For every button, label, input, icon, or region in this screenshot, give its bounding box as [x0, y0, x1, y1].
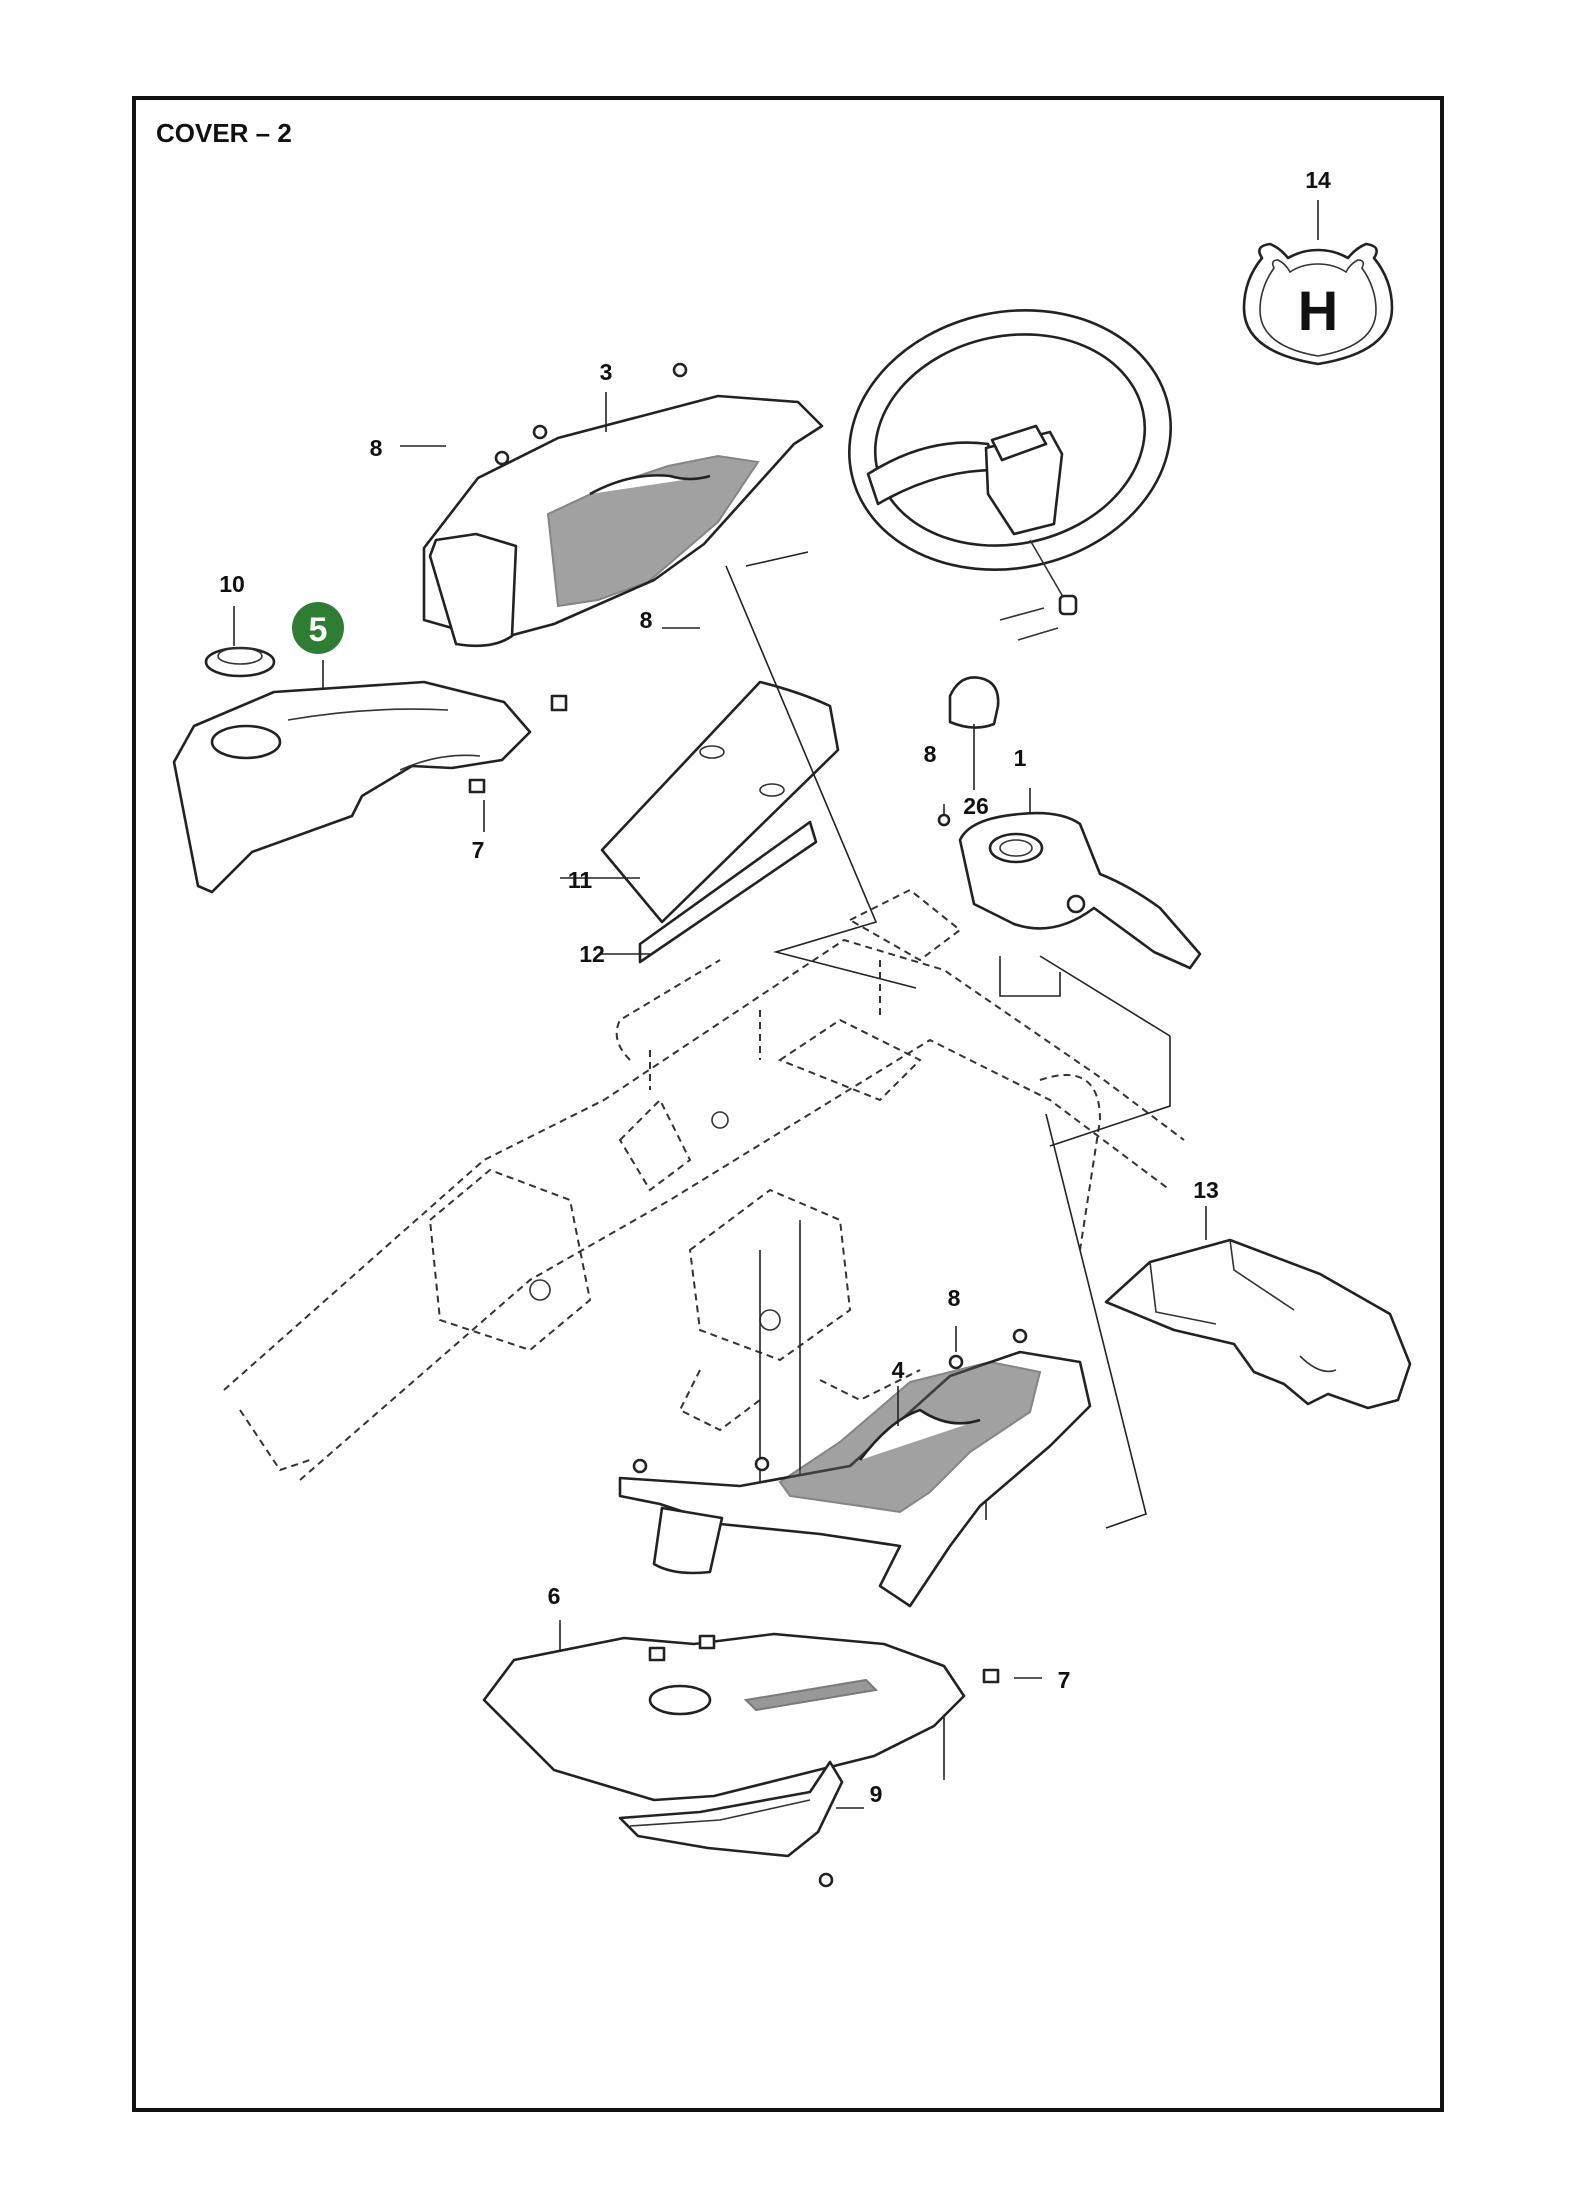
steering-column-cover [937, 788, 1202, 970]
left-fender-cover [172, 660, 532, 894]
lower-footboard [618, 1326, 1092, 1608]
page-title: COVER – 2 [156, 118, 292, 148]
label-7-top: 7 [472, 837, 485, 863]
cap-part [948, 676, 1000, 790]
rear-hood-cover [1104, 1206, 1412, 1410]
callout-5-label: 5 [309, 611, 328, 649]
label-9: 9 [870, 1781, 883, 1807]
label-1: 1 [1014, 745, 1027, 771]
upper-footboard-cover [422, 362, 824, 712]
label-3: 3 [600, 359, 613, 385]
highlight-callout-5[interactable]: 5 [292, 602, 344, 654]
label-10: 10 [219, 571, 245, 597]
label-8-mid: 8 [640, 607, 653, 633]
floor-mat [600, 820, 818, 964]
side-trim [618, 1760, 864, 1888]
leader-lines [725, 551, 1171, 1780]
label-7-bottom: 7 [1058, 1667, 1071, 1693]
diagram-frame [132, 96, 1444, 2112]
label-14: 14 [1305, 167, 1331, 193]
label-8-right: 8 [924, 741, 937, 767]
cup-ring [204, 606, 276, 678]
label-6: 6 [548, 1583, 561, 1609]
label-4: 4 [892, 1357, 905, 1383]
label-13: 13 [1193, 1177, 1219, 1203]
part-labels: 14 3 8 10 8 8 1 26 7 11 12 13 8 4 6 7 9 [219, 167, 1331, 1807]
steering-wheel [848, 309, 1172, 641]
label-26: 26 [963, 793, 989, 819]
label-8-top: 8 [370, 435, 383, 461]
label-12: 12 [579, 941, 605, 967]
floor-plate [560, 680, 840, 924]
chassis-frame [223, 888, 1185, 1481]
label-leaders [400, 445, 1042, 1679]
label-8-bottom: 8 [948, 1285, 961, 1311]
label-11: 11 [568, 867, 593, 893]
logo-badge-icon: H [1242, 200, 1394, 366]
right-fender-cover [482, 1620, 1000, 1802]
logo-letter: H [1298, 279, 1338, 342]
